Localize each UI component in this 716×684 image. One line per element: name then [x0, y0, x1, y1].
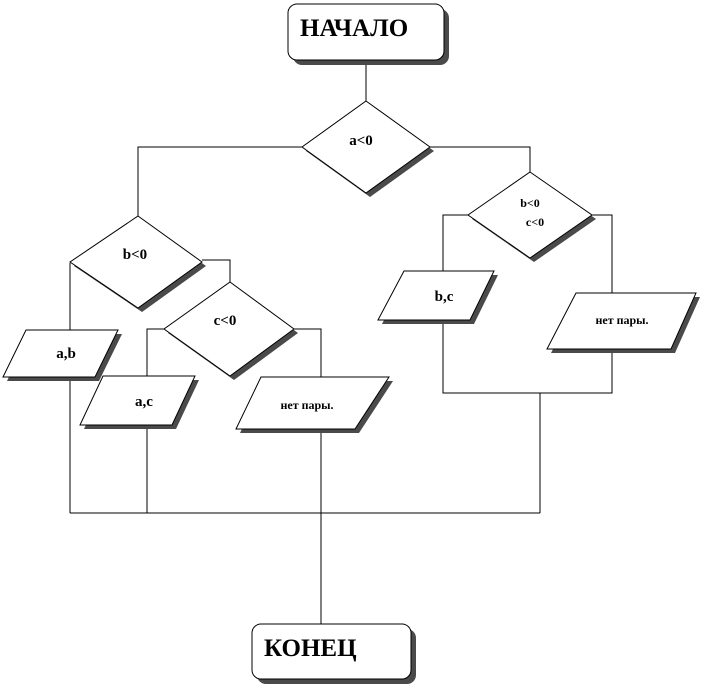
condition-bc-lt-0: b<0 c<0 [467, 171, 596, 262]
end-terminal: КОНЕЦ [251, 623, 416, 684]
connectors [69, 62, 613, 640]
output-bc: b,c [377, 270, 498, 324]
output-ab: a,b [2, 329, 122, 381]
output-bc-label: b,c [435, 289, 454, 305]
output-no-pair-right-label: нет пары. [595, 313, 648, 327]
connector-c-no [294, 328, 322, 640]
condition-bc-label-line1: b<0 [520, 196, 540, 210]
condition-bc-label-line2: c<0 [526, 215, 544, 229]
output-no-pair-left: нет пары. [235, 376, 393, 433]
end-label: КОНЕЦ [264, 635, 357, 662]
connector-b-no [202, 259, 231, 282]
output-no-pair-right: нет пары. [546, 292, 700, 353]
output-ab-label: a,b [56, 346, 76, 362]
connector-bc-branches [442, 214, 613, 394]
output-ac-label: a,c [135, 394, 153, 410]
condition-b-label: b<0 [123, 247, 147, 263]
start-terminal: НАЧАЛО [287, 3, 449, 65]
connector-c-yes [146, 328, 164, 513]
condition-b-lt-0: b<0 [69, 215, 206, 312]
start-label: НАЧАЛО [300, 15, 408, 42]
output-no-pair-left-label: нет пары. [280, 398, 333, 412]
condition-a-label: a<0 [349, 133, 373, 149]
condition-c-label: c<0 [214, 313, 237, 329]
output-ac: a,c [79, 375, 199, 429]
condition-c-lt-0: c<0 [163, 281, 298, 380]
connector-a-yes [137, 146, 302, 216]
condition-a-lt-0: a<0 [301, 100, 434, 197]
